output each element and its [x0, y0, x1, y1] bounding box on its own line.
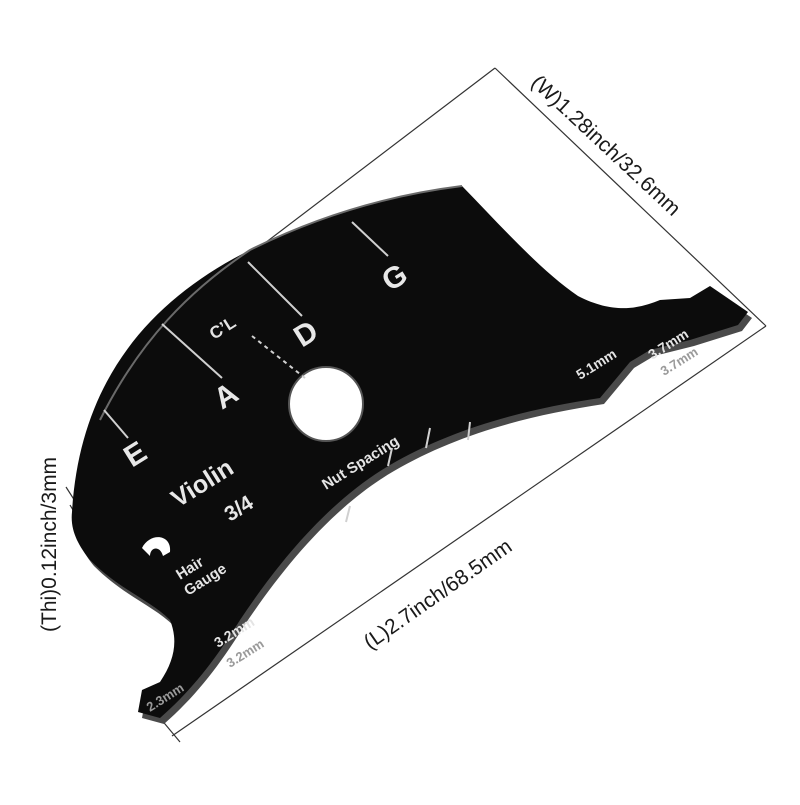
thickness-dimension-label: (Thi)0.12inch/3mm	[38, 457, 61, 632]
nut-mark-1	[467, 421, 471, 441]
d-string-line	[247, 261, 303, 317]
nut-mark-2	[425, 427, 431, 449]
string-guide-lines	[103, 221, 471, 523]
center-hole	[289, 367, 363, 441]
center-hole-rim	[288, 366, 364, 442]
a-string-line	[161, 323, 223, 379]
width-extension	[494, 67, 767, 327]
hair-gauge-slot	[142, 537, 171, 556]
width-line	[239, 67, 496, 263]
luthier-template: E A D G C’L Violin 3/4 Nut Spacing Hair …	[71, 185, 752, 724]
e-string-line	[103, 409, 129, 439]
nut-mark-3	[387, 447, 393, 467]
centerline-dashes	[251, 335, 306, 379]
length-line	[171, 325, 767, 737]
g-string-line	[351, 221, 389, 257]
template-edge-highlight	[99, 185, 463, 421]
width-dimension-label: (W)1.28inch/32.6mm	[527, 71, 685, 221]
nut-mark-4	[345, 505, 351, 523]
template-face	[71, 186, 748, 718]
